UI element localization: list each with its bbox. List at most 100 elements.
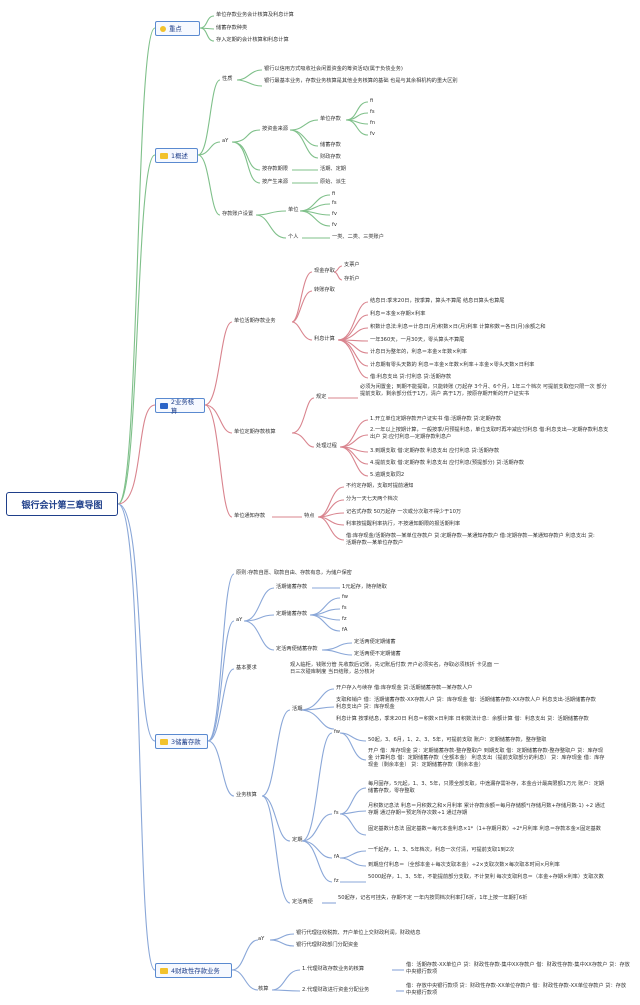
node-by-source: 按资金来源	[262, 126, 288, 132]
branch-overview-label: 1概述	[171, 152, 188, 160]
nature-item: 银行最基本业务，存款业务核算是其他业务核算的基础 也是与其余相机构的重大区别	[264, 78, 458, 84]
node-process: 处理过程	[316, 443, 337, 449]
node-flex: 定活两便	[292, 899, 313, 905]
node-accounting: 业务核算	[236, 792, 257, 798]
node-fiscal-item1: 1.代理财政存款业务的核算	[302, 966, 365, 972]
fixed-sub: fA	[342, 627, 348, 633]
demand-value: 1元起存，随存随取	[342, 584, 387, 590]
personal-value: 一类、二类、三类账户	[332, 234, 384, 240]
process-item: 3.到期支取 借:定期存款 利息支出 应付利息 贷:活期存款	[370, 448, 500, 454]
node-fs: fs	[334, 810, 339, 816]
demand-item: 利息计算 按季结息，季末20日 利息＝积数×日利率 日积数法计息：余额计算 借：…	[336, 716, 589, 722]
passbook-deposit: 存折户	[344, 276, 360, 282]
book-icon	[160, 967, 168, 974]
interest-item: 利息＝本金×存期×利率	[370, 311, 426, 317]
fiscal-item1-text: 借：活期存款-XX单位户 贷：财政性存款-集中XX存款户 借：财政性存款-集中X…	[406, 962, 630, 975]
unit-sub: fi	[370, 98, 374, 104]
node-account-setup: 存款账户设置	[222, 211, 254, 217]
interest-item: 积数计息法:利息＝计息日(月)积数×日(月)利率 计算积数＝各日(月)余额之和	[370, 324, 546, 330]
fixed-sub: fw	[342, 594, 348, 600]
key-point: 储蓄存款种类	[216, 25, 248, 31]
node-flex-savings: 定活两便储蓄存款	[276, 646, 318, 652]
branch-key-points-label: 重点	[169, 25, 182, 33]
fiscal-item2-text: 借：存放中央银行款项 贷：财政性存款-XX单位存款户 借：财政性存款-XX单位存…	[406, 983, 627, 996]
node-nature: 性质	[222, 76, 233, 82]
node-transfer: 转账存取	[314, 287, 335, 293]
node-features: 特点	[304, 513, 315, 519]
process-item: 5.逾期支取同2	[370, 472, 405, 478]
term-value: 活期、定期	[320, 166, 346, 172]
node-by-term: 按存款期限	[262, 166, 288, 172]
branch-key-points[interactable]: 重点	[155, 21, 200, 36]
interest-item: 计息期有零头天数的 利息＝本金×年数×利率＋本金×零头天数×日利率	[370, 362, 535, 368]
branch-business[interactable]: 2业务核算	[155, 397, 205, 415]
interest-item: 借:利息支出 贷:付利息 贷:活期存款	[370, 374, 452, 380]
fw-item: 开户 借：库存现金 贷：定期储蓄存款-整存整取户 到期支取 借：定期储蓄存款-整…	[368, 748, 605, 768]
branch-savings[interactable]: 3储蓄存款	[155, 734, 208, 749]
unit-acc: fv	[332, 211, 337, 217]
flex-item: 定活两便不定期储蓄	[354, 651, 401, 657]
node-notice-deposit: 单位通知存款	[234, 513, 266, 519]
flex-item: 定活两便定期储蓄	[354, 639, 396, 645]
unit-sub: fs	[370, 109, 375, 115]
node-unit-deposit: 单位存款	[320, 116, 341, 122]
interest-item: 一年360天，一月30天，零头算头不算尾	[370, 337, 465, 343]
fw-item: 50起，3、6月，1、2、3、5年，可提前支取 账户：定期储蓄存款，整存整取	[368, 737, 547, 743]
node-fiscal-item2: 2.代理财政进行资金分配业务	[302, 987, 370, 993]
node-unit: 单位	[288, 207, 299, 213]
node-ay: aY	[258, 936, 265, 942]
fA-item: 到期应付利息＝（全部本金＋每次支取本金）÷2×支取次数×每次取本时间×月利率	[368, 862, 560, 868]
basic-text: 观入临柜，钱账分管 先收款后记账，先记账后付款 开户必须实名，存取必须核折 卡见…	[290, 662, 499, 675]
flag-icon	[160, 402, 168, 409]
branch-business-label: 2业务核算	[170, 397, 195, 415]
node-interest: 利息计算	[314, 336, 335, 342]
node-basic-req: 基本要求	[236, 665, 257, 671]
key-point: 单位存款业务会计核算及利息计算	[216, 12, 294, 18]
unit-sub: fn	[370, 120, 376, 126]
demand-item: 支取和销户 借：活期储蓄存款-XX存款人户 贷：库存现金 借：活期储蓄存款-XX…	[336, 697, 596, 710]
savings-principle: 原则:存款自愿、取款自由、存款有息，为储户保密	[236, 570, 352, 576]
node-fA: fA	[334, 854, 340, 860]
branch-fiscal-label: 4财政性存款业务	[171, 967, 220, 975]
fixed-sub: fs	[342, 605, 347, 611]
root-node[interactable]: 银行会计第三章导图	[6, 492, 118, 516]
fz-item: 5000起存，1、3、5年，不能提前部分支取，不计复利 每次支取利息＝（本金÷存…	[368, 874, 604, 880]
unit-acc: fv	[332, 222, 337, 228]
nature-item: 银行以信用方式吸收社会闲置资金的筹资活动(属于负债业务)	[264, 66, 403, 72]
node-fixed-savings: 定期储蓄存款	[276, 611, 308, 617]
node-savings-deposit: 储蓄存款	[320, 142, 341, 148]
branch-savings-label: 3储蓄存款	[171, 738, 201, 746]
feature-item: 利率按提醒利率执行，不按通知期限的报活期利率	[346, 521, 461, 527]
node-fw: fw	[334, 729, 340, 735]
node-demand: 活期	[292, 706, 303, 712]
unit-sub: fv	[370, 131, 375, 137]
interest-item: 计息日为整年的，利息＝本金×年数×利率	[370, 349, 467, 355]
lightbulb-icon	[160, 25, 166, 32]
node-ay: aY	[222, 138, 229, 144]
check-deposit: 支票户	[344, 262, 360, 268]
process-item: 1.开立单位定期存款开户证实书 借:活期存款 贷:定期存款	[370, 416, 502, 422]
node-by-origin: 按产生来源	[262, 179, 288, 185]
feature-item: 分为一天七天两个档次	[346, 496, 398, 502]
node-ay: aY	[236, 617, 243, 623]
fs-item: 固定基数计息法 固定基数＝每元本金利息×1*（1+存期月数）÷2*月利率 利息＝…	[368, 826, 601, 832]
node-fiscal-accounting: 核算	[258, 986, 269, 992]
process-item: 2.一年以上按期计算，一般按季/月预提利息，单位支取时再冲减应付利息 借:利息支…	[370, 427, 609, 440]
node-fiscal-deposit: 财政存款	[320, 154, 341, 160]
branch-fiscal[interactable]: 4财政性存款业务	[155, 963, 232, 978]
fixed-sub: fz	[342, 616, 347, 622]
origin-value: 原始、派生	[320, 179, 346, 185]
fiscal-ay-item: 银行代理征收税款、开户单位上交财政利润，财政结息	[296, 930, 421, 936]
feature-item: 不约定存期，支取时提前通知	[346, 483, 414, 489]
unit-acc: fs	[332, 200, 337, 206]
book-icon	[160, 152, 168, 159]
rules-text: 必须为闲置金；到期不能提取，只能转账 (万起存 3个月、6个月，1年三个档次 可…	[360, 384, 607, 397]
unit-acc: fi	[332, 191, 336, 197]
fs-item: 月积数记息法 利息＝月积数之和×月利率 累计存款余额＝每月存储额*(存储月数+存…	[368, 803, 606, 816]
book-icon	[160, 738, 168, 745]
feature-item: 记名式存款 50万起存 一次或分次取不得少于10万	[346, 509, 462, 515]
node-rules: 规定	[316, 394, 327, 400]
node-fz: fz	[334, 878, 339, 884]
branch-overview[interactable]: 1概述	[155, 148, 198, 163]
